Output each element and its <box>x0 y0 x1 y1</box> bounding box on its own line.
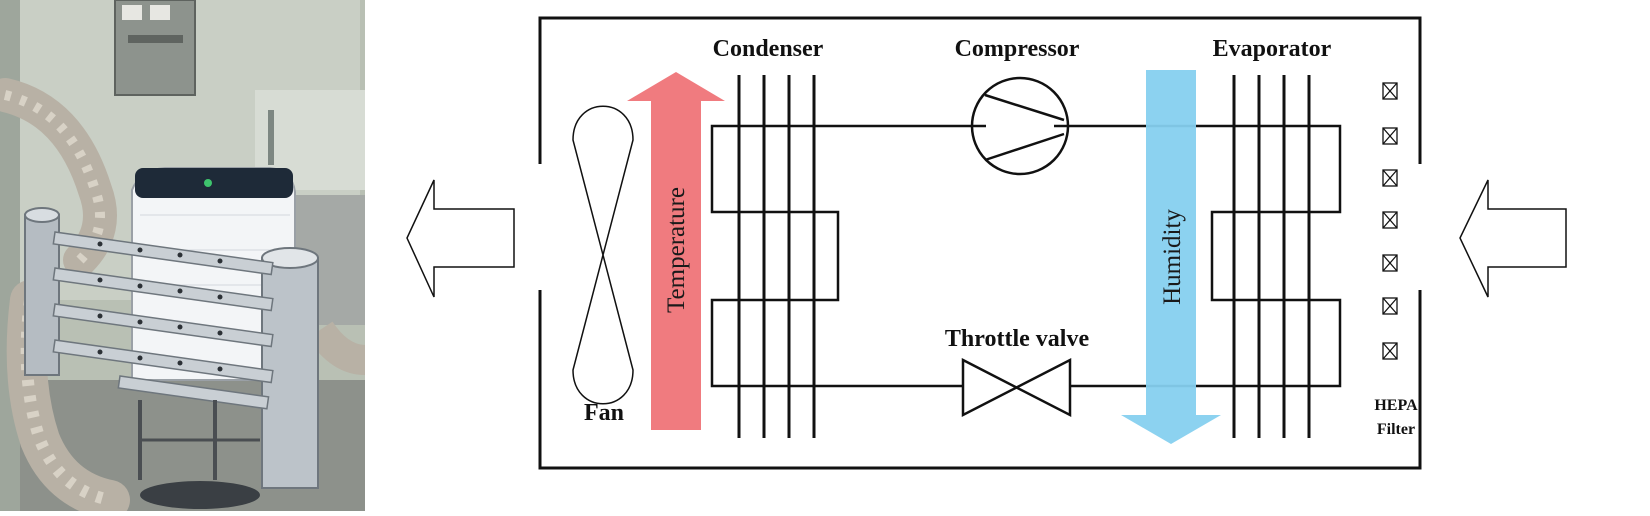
compressor-icon <box>970 76 1070 176</box>
fan-icon <box>572 105 634 405</box>
fan-label: Fan <box>584 400 624 426</box>
inlet-airflow-arrow <box>1459 179 1567 298</box>
throttle-valve-label: Throttle valve <box>945 326 1090 352</box>
condenser-coil <box>737 75 816 438</box>
evaporator-coil <box>1232 75 1311 438</box>
equipment-photo <box>0 0 367 516</box>
hepa-filter-label-line1: HEPA <box>1374 397 1418 414</box>
evaporator-label: Evaporator <box>1213 36 1332 62</box>
compressor-label: Compressor <box>955 36 1080 62</box>
manifold <box>24 207 319 489</box>
temperature-arrow <box>627 72 725 430</box>
humidity-arrow-label: Humidity <box>1159 209 1186 305</box>
temperature-arrow-label: Temperature <box>663 187 690 313</box>
refrigerant-circuit <box>710 124 1342 388</box>
outlet-airflow-arrow <box>406 179 515 298</box>
humidity-arrow <box>1121 70 1221 444</box>
hepa-filter-icon <box>1382 82 1398 360</box>
duct-housing <box>538 16 1422 470</box>
condenser-label: Condenser <box>713 36 824 62</box>
hepa-filter-label-line2: Filter <box>1377 421 1415 438</box>
throttle-valve-icon <box>961 357 1072 418</box>
